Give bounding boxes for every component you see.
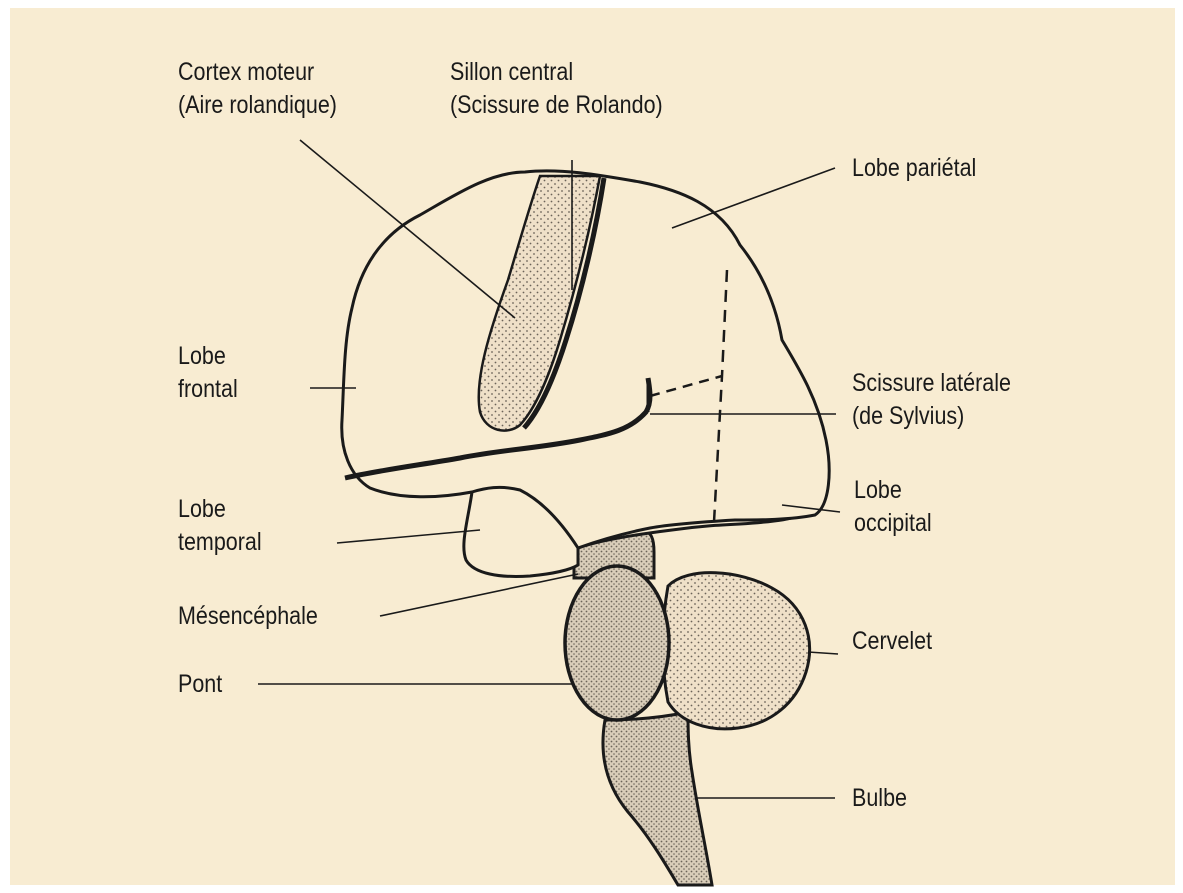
label-sillon-central-line2: (Scissure de Rolando) (450, 89, 663, 122)
label-mesencephale-line1: Mésencéphale (178, 600, 318, 633)
label-cervelet: Cervelet (852, 625, 932, 658)
leader-cervelet (808, 652, 838, 654)
pont-shape (565, 566, 669, 720)
label-lobe-occipital-line2: occipital (854, 507, 932, 540)
label-sillon-central-line1: Sillon central (450, 56, 663, 89)
leader-mesencephale (380, 574, 578, 616)
label-bulbe-line1: Bulbe (852, 782, 907, 815)
label-scissure-laterale-line2: (de Sylvius) (852, 400, 1011, 433)
label-lobe-parietal-line1: Lobe pariétal (852, 152, 976, 185)
label-pont: Pont (178, 668, 222, 701)
label-lobe-frontal-line2: frontal (178, 373, 238, 406)
label-lobe-parietal: Lobe pariétal (852, 152, 976, 185)
label-lobe-temporal-line2: temporal (178, 526, 262, 559)
label-cortex-moteur-line1: Cortex moteur (178, 56, 337, 89)
label-lobe-temporal-line1: Lobe (178, 493, 262, 526)
label-lobe-frontal: Lobe frontal (178, 340, 238, 406)
bulbe-shape (603, 712, 712, 885)
label-scissure-laterale-line1: Scissure latérale (852, 367, 1011, 400)
label-lobe-occipital: Lobe occipital (854, 474, 932, 540)
label-pont-line1: Pont (178, 668, 222, 701)
leader-lobe-parietal (672, 168, 835, 228)
label-lobe-temporal: Lobe temporal (178, 493, 262, 559)
label-lobe-occipital-line1: Lobe (854, 474, 932, 507)
label-sillon-central: Sillon central (Scissure de Rolando) (450, 56, 663, 122)
label-bulbe: Bulbe (852, 782, 907, 815)
label-cervelet-line1: Cervelet (852, 625, 932, 658)
label-mesencephale: Mésencéphale (178, 600, 318, 633)
label-scissure-laterale: Scissure latérale (de Sylvius) (852, 367, 1011, 433)
cervelet-shape (663, 573, 810, 729)
label-cortex-moteur-line2: (Aire rolandique) (178, 89, 337, 122)
label-lobe-frontal-line1: Lobe (178, 340, 238, 373)
label-cortex-moteur: Cortex moteur (Aire rolandique) (178, 56, 337, 122)
leader-lobe-temporal (337, 530, 480, 543)
